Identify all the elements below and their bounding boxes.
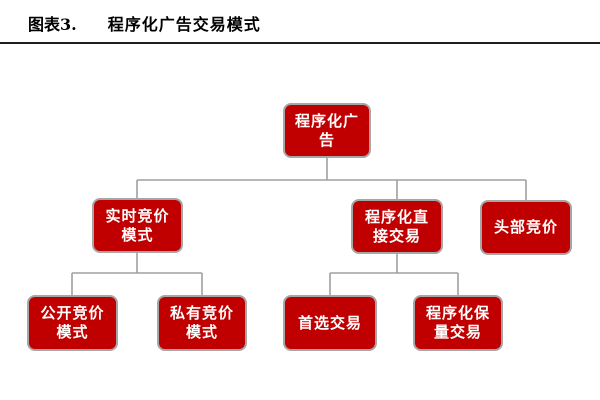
figure-title: 程序化广告交易模式 [107, 15, 261, 34]
figure-header: 图表3. 程序化广告交易模式 [28, 11, 261, 35]
node-label-line1: 头部竞价 [493, 219, 558, 236]
node-label-line2: 模式 [185, 324, 218, 341]
node-label-line1: 公开竞价 [40, 305, 105, 322]
node-label-line1: 程序化直 [364, 208, 429, 226]
node-label-line2: 量交易 [433, 324, 482, 341]
node-label-line2: 告 [318, 131, 335, 149]
node-label-line2: 接交易 [372, 227, 421, 245]
figure-label: 图表3. [28, 15, 77, 34]
node-preferred-deal: 首选交易 [283, 295, 377, 351]
header-divider [0, 42, 600, 44]
node-programmatic-guaranteed: 程序化保 量交易 [413, 295, 503, 351]
node-label-line1: 程序化广 [294, 112, 359, 130]
node-programmatic-ad: 程序化广 告 [283, 103, 371, 158]
node-rtb-mode: 实时竞价 模式 [92, 198, 183, 253]
node-label-line2: 模式 [56, 324, 89, 341]
node-label-line2: 模式 [121, 226, 154, 244]
node-label-line1: 私有竞价 [169, 305, 234, 322]
node-label-line1: 程序化保 [425, 305, 490, 322]
node-open-auction-mode: 公开竞价 模式 [27, 295, 118, 351]
node-private-auction-mode: 私有竞价 模式 [157, 295, 247, 351]
node-programmatic-direct: 程序化直 接交易 [351, 199, 443, 254]
node-label-line1: 实时竞价 [105, 207, 170, 225]
node-label-line1: 首选交易 [297, 314, 362, 332]
node-header-bidding: 头部竞价 [480, 200, 572, 255]
